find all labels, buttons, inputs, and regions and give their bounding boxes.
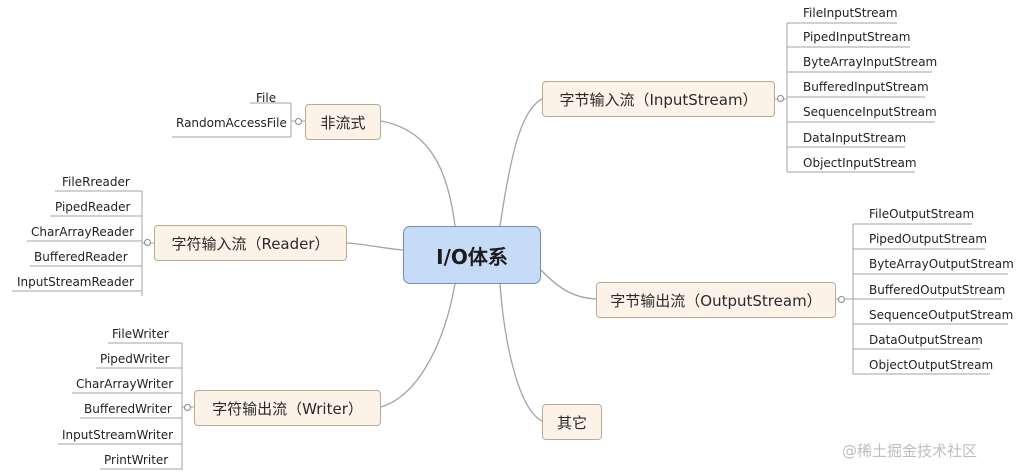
collapse-toggle-nonstream[interactable]: [295, 118, 302, 125]
leaf-node[interactable]: ByteArrayInputStream: [803, 55, 938, 69]
collapse-toggle-inputstream[interactable]: [777, 95, 784, 102]
leaf-node[interactable]: FileRreader: [62, 175, 130, 189]
branch-reader[interactable]: 字符输入流（Reader）: [154, 225, 347, 261]
branch-outputstream[interactable]: 字节输出流（OutputStream）: [596, 282, 836, 318]
leaf-node[interactable]: ObjectOutputStream: [869, 358, 994, 372]
leaf-node[interactable]: CharArrayWriter: [76, 377, 174, 391]
leaf-node[interactable]: DataOutputStream: [869, 333, 983, 347]
leaf-node[interactable]: FileOutputStream: [869, 207, 975, 221]
branch-writer[interactable]: 字符输出流（Writer）: [194, 390, 381, 426]
leaf-node[interactable]: BufferedWriter: [84, 402, 172, 416]
leaf-node[interactable]: BufferedInputStream: [803, 80, 929, 94]
leaf-node[interactable]: PipedInputStream: [803, 30, 911, 44]
collapse-toggle-reader[interactable]: [144, 239, 151, 246]
leaf-node[interactable]: InputStreamReader: [17, 275, 134, 289]
leaf-node[interactable]: ObjectInputStream: [803, 156, 917, 170]
leaf-node[interactable]: DataInputStream: [803, 131, 907, 145]
leaf-node[interactable]: File: [256, 91, 277, 105]
leaf-node[interactable]: PipedWriter: [100, 352, 170, 366]
collapse-toggle-writer[interactable]: [184, 404, 191, 411]
leaf-node[interactable]: PipedOutputStream: [869, 232, 988, 246]
leaf-node[interactable]: SequenceInputStream: [803, 105, 937, 119]
leaf-node[interactable]: PipedReader: [55, 200, 131, 214]
leaf-node[interactable]: FileWriter: [112, 327, 169, 341]
branch-nonstream[interactable]: 非流式: [305, 104, 381, 140]
collapse-toggle-outputstream[interactable]: [838, 296, 845, 303]
branch-other[interactable]: 其它: [542, 404, 602, 440]
leaf-node[interactable]: FileInputStream: [803, 6, 898, 20]
leaf-node[interactable]: PrintWriter: [104, 453, 169, 467]
branch-inputstream[interactable]: 字节输入流（InputStream）: [542, 81, 775, 117]
leaf-node[interactable]: BufferedOutputStream: [869, 283, 1006, 297]
leaf-node[interactable]: SequenceOutputStream: [869, 308, 1014, 322]
leaf-node[interactable]: CharArrayReader: [31, 225, 135, 239]
central-topic[interactable]: I/O体系: [403, 226, 541, 284]
leaf-node[interactable]: ByteArrayOutputStream: [869, 257, 1014, 271]
leaf-node[interactable]: BufferedReader: [34, 250, 128, 264]
leaf-node[interactable]: RandomAccessFile: [176, 116, 287, 130]
watermark: @稀土掘金技术社区: [842, 442, 978, 460]
leaf-node[interactable]: InputStreamWriter: [62, 428, 174, 442]
